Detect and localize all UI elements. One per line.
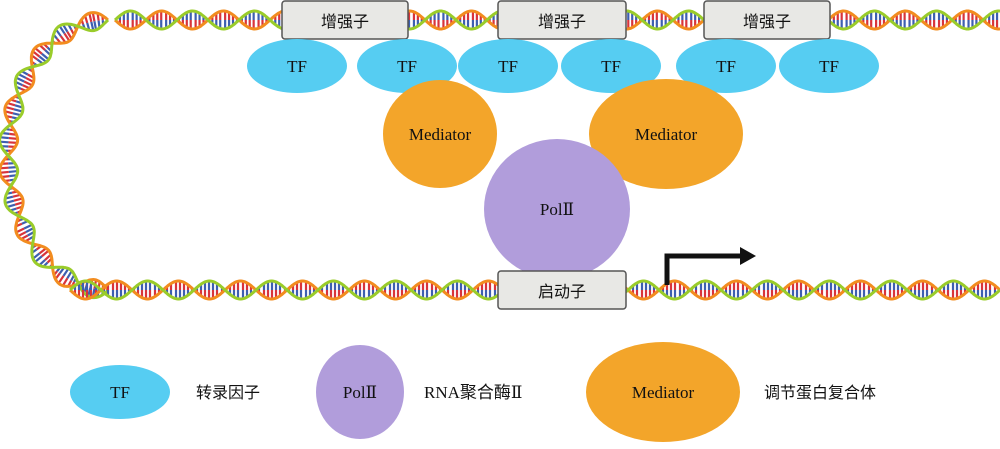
dna-backbone-b — [0, 18, 110, 300]
legend-mediator-symbol-label: Mediator — [632, 383, 695, 402]
tf-label-3: TF — [498, 57, 518, 76]
legend-tf-symbol-label: TF — [110, 383, 130, 402]
legend-mediator-swatch — [586, 342, 740, 442]
legend-pol2-symbol-label: PolⅡ — [343, 383, 377, 402]
tf-2: TF — [357, 39, 457, 93]
pol2: PolⅡ — [484, 139, 630, 279]
legend-tf-swatch — [70, 365, 170, 419]
enhancer-box-2: 增强子 — [497, 0, 627, 40]
tf-label-4: TF — [601, 57, 621, 76]
dna-base-pair — [41, 249, 50, 258]
mediator-label-left: Mediator — [409, 125, 472, 144]
dna-strand-loop — [0, 11, 110, 300]
dna-base-pair — [63, 32, 71, 42]
dna-base-pair — [4, 199, 15, 205]
tf-5: TF — [676, 39, 776, 93]
legend-pol2-swatch — [316, 345, 404, 439]
mediator-right: Mediator — [589, 79, 743, 189]
dna-base-pair — [34, 255, 43, 263]
enhancer-label-3: 增强子 — [743, 12, 791, 31]
mediator-label-right: Mediator — [635, 125, 698, 144]
mediator-left: Mediator — [383, 80, 497, 188]
enhancer-box-3: 增强子 — [703, 0, 831, 40]
enhancer-box-1: 增强子 — [281, 0, 409, 40]
tf-3: TF — [458, 39, 558, 93]
legend-pol2-description: RNA聚合酶Ⅱ — [424, 383, 522, 402]
tf-label-2: TF — [397, 57, 417, 76]
enhancer-label-2: 增强子 — [538, 12, 586, 31]
legend: TF 转录因子 PolⅡ RNA聚合酶Ⅱ Mediator 调节蛋白复合体 — [70, 342, 876, 442]
tf-label-6: TF — [819, 57, 839, 76]
tf-label-5: TF — [716, 57, 736, 76]
legend-mediator-description: 调节蛋白复合体 — [764, 383, 876, 402]
dna-backbone-a — [0, 11, 110, 291]
legend-item-tf: TF 转录因子 — [70, 365, 260, 419]
tf-label-1: TF — [287, 57, 307, 76]
pol2-label: PolⅡ — [540, 200, 574, 219]
legend-item-pol2: PolⅡ RNA聚合酶Ⅱ — [316, 345, 522, 439]
tf-4: TF — [561, 39, 661, 93]
transcription-start-arrow-icon — [664, 247, 756, 285]
legend-item-mediator: Mediator 调节蛋白复合体 — [586, 342, 876, 442]
promoter-box: 启动子 — [497, 270, 627, 310]
promoter-label: 启动子 — [538, 282, 586, 301]
tf-1: TF — [247, 39, 347, 93]
enhancer-label-1: 增强子 — [321, 12, 369, 31]
tf-6: TF — [779, 39, 879, 93]
legend-tf-description: 转录因子 — [196, 383, 260, 402]
dna-base-pair — [13, 197, 23, 202]
